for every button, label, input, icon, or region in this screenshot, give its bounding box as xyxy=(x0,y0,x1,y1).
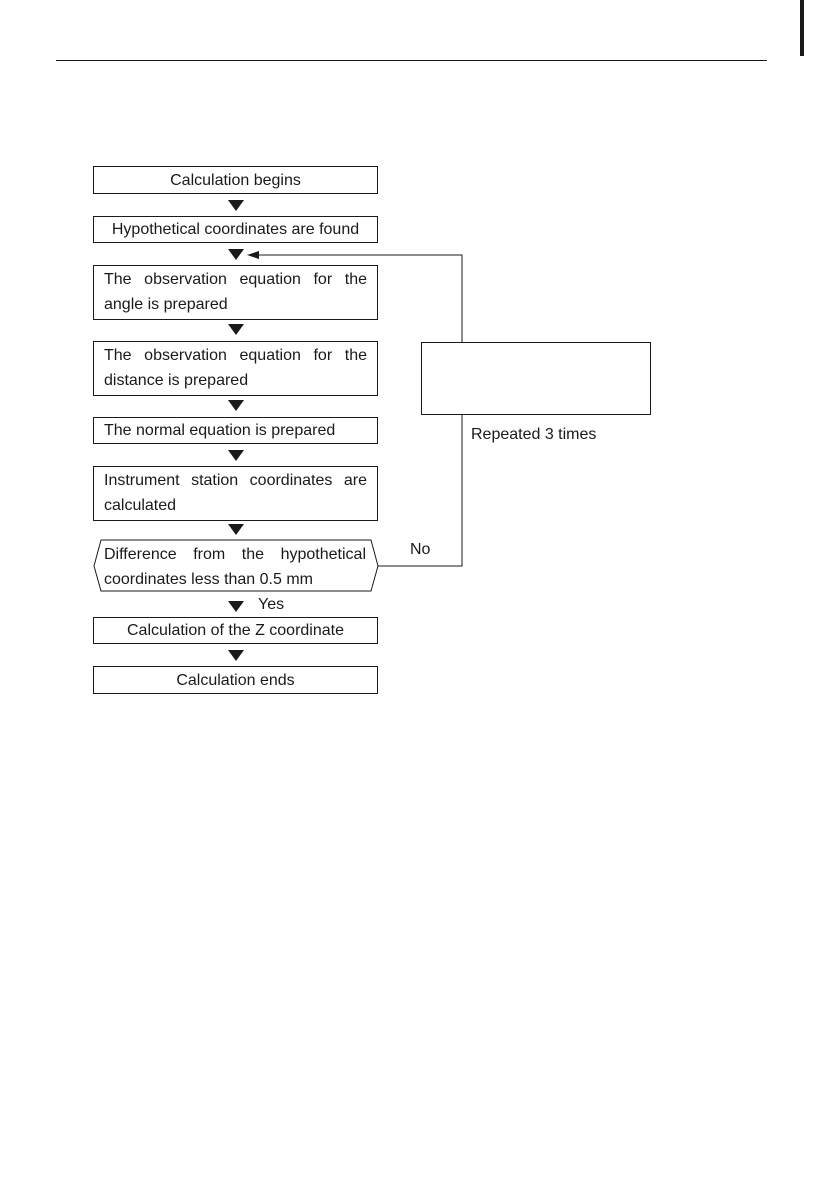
step-hypothetical: Hypothetical coordinates are found xyxy=(93,216,378,243)
step-hypothetical-label: Hypothetical coordinates are found xyxy=(111,221,360,238)
decision-yes-label: Yes xyxy=(258,596,285,613)
step-angle-equation-label: The observation equation for the angle i… xyxy=(104,271,367,313)
arrow-8 xyxy=(228,650,244,661)
loop-box xyxy=(421,342,651,415)
loop-count-label: Repeated 3 times xyxy=(471,426,597,443)
loop-arrowhead xyxy=(247,251,259,259)
step-normal-equation-label: The normal equation is prepared xyxy=(104,422,336,439)
arrow-4 xyxy=(228,400,244,411)
arrow-3 xyxy=(228,324,244,335)
arrow-1 xyxy=(228,200,244,211)
arrow-7 xyxy=(228,601,244,612)
arrow-5 xyxy=(228,450,244,461)
step-station-coordinates-label: Instrument station coordinates are calcu… xyxy=(104,472,367,514)
step-angle-equation: The observation equation for the angle i… xyxy=(93,265,378,320)
page-edge-mark xyxy=(800,0,804,56)
arrow-6 xyxy=(228,524,244,535)
decision-label: Difference from the hypothetical coordin… xyxy=(104,546,366,588)
step-z-coordinate-label: Calculation of the Z coordinate xyxy=(126,622,344,639)
step-normal-equation: The normal equation is prepared xyxy=(93,417,378,444)
arrow-2 xyxy=(228,249,244,260)
step-distance-equation-label: The observation equation for the distanc… xyxy=(104,347,367,389)
step-end: Calculation ends xyxy=(93,666,378,694)
decision-no-label: No xyxy=(410,541,431,558)
step-end-label: Calculation ends xyxy=(176,671,295,689)
step-z-coordinate: Calculation of the Z coordinate xyxy=(93,617,378,644)
header-rule xyxy=(56,60,767,61)
loop-connector xyxy=(378,415,463,567)
step-start-label: Calculation begins xyxy=(170,171,301,189)
step-distance-equation: The observation equation for the distanc… xyxy=(93,341,378,396)
step-station-coordinates: Instrument station coordinates are calcu… xyxy=(93,466,378,521)
loop-connector-upper xyxy=(258,254,463,342)
step-start: Calculation begins xyxy=(93,166,378,194)
decision-shape xyxy=(93,539,379,592)
